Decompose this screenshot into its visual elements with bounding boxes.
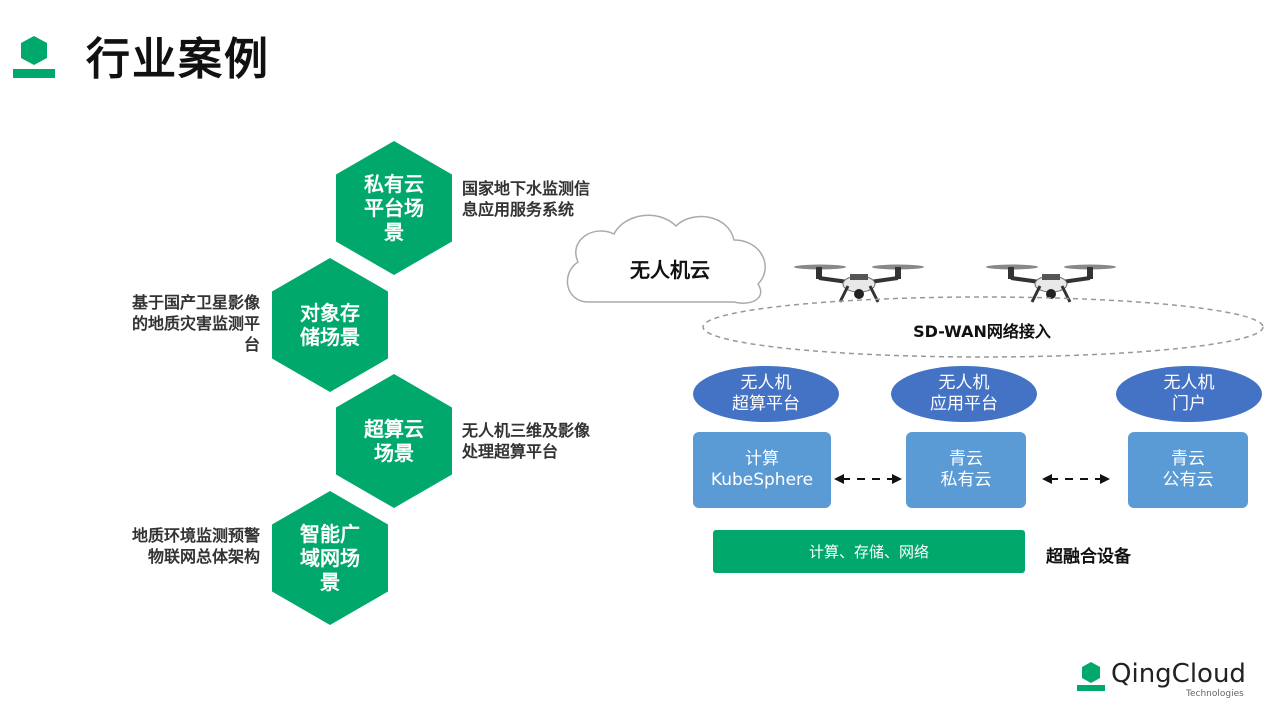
box-line: 私有云 (940, 470, 992, 490)
platform-portal: 无人机 门户 (1116, 366, 1262, 422)
hex-intelligent-wan: 智能广域网场景 (272, 491, 388, 625)
hci-bar-label: 计算、存储、网络 (808, 543, 929, 561)
drone-icon (794, 264, 924, 303)
box-line: 公有云 (1162, 470, 1214, 490)
box-line: 青云 (949, 449, 983, 469)
box-public-cloud: 青云 公有云 (1128, 432, 1248, 508)
arrow-icon (1042, 474, 1110, 484)
brand-subtitle: Technologies (1186, 689, 1244, 699)
page-title: 行业案例 (86, 34, 270, 85)
platform-application: 无人机 应用平台 (891, 366, 1037, 422)
cloud-icon (566, 214, 766, 304)
hex-label: 对象存储场景 (300, 301, 360, 349)
box-line: KubeSphere (710, 470, 814, 490)
platform-line: 门户 (1172, 394, 1206, 414)
hex-private-cloud: 私有云平台场景 (336, 141, 452, 275)
arrow-icon (834, 474, 902, 484)
platform-line: 应用平台 (930, 394, 998, 414)
cloud-label: 无人机云 (630, 258, 710, 282)
hci-label: 超融合设备 (1046, 547, 1131, 567)
box-kubesphere: 计算 KubeSphere (693, 432, 831, 508)
box-line: 青云 (1171, 449, 1205, 469)
platform-supercomputing: 无人机 超算平台 (693, 366, 839, 422)
sdwan-ellipse (702, 296, 1264, 358)
box-line: 计算 (745, 449, 779, 469)
platform-line: 无人机 (1163, 373, 1215, 393)
scenario-desc: 地质环境监测预警物联网总体架构 (131, 526, 260, 566)
scenario-desc: 无人机三维及影像处理超算平台 (462, 421, 591, 461)
hex-supercomputing: 超算云场景 (336, 374, 452, 508)
scenario-desc: 基于国产卫星影像的地质灾害监测平台 (131, 293, 260, 354)
sdwan-label: SD-WAN网络接入 (913, 322, 1051, 341)
brand-logo-icon (1077, 662, 1105, 691)
hex-object-storage: 对象存储场景 (272, 258, 388, 392)
box-private-cloud: 青云 私有云 (906, 432, 1026, 508)
hex-label: 超算云场景 (364, 417, 424, 465)
platform-line: 超算平台 (732, 394, 800, 414)
hex-label: 私有云平台场景 (364, 172, 424, 244)
brand-name: QingCloud (1111, 659, 1246, 689)
platform-line: 无人机 (740, 373, 792, 393)
hci-bar: 计算、存储、网络 (713, 530, 1025, 573)
hex-label: 智能广域网场景 (300, 522, 360, 594)
drone-icon (986, 264, 1116, 303)
logo-icon (13, 36, 55, 78)
scenario-desc: 国家地下水监测信息应用服务系统 (462, 179, 591, 219)
platform-line: 无人机 (938, 373, 990, 393)
